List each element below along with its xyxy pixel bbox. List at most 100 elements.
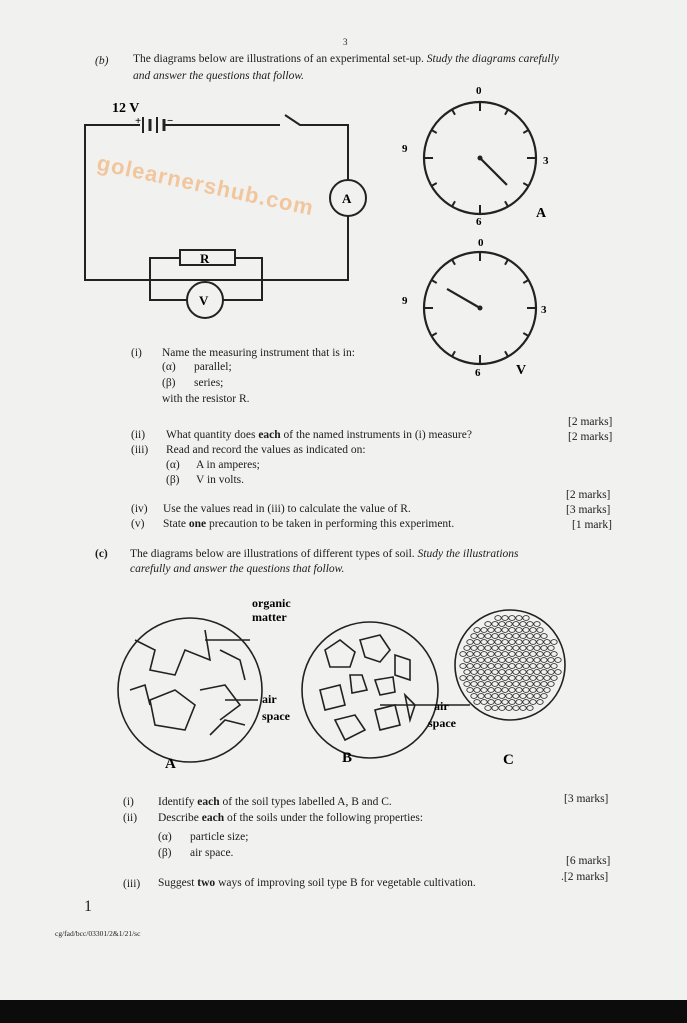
q-b-v-num: (v) [131,518,145,530]
soil-c-particle [540,657,548,663]
soil-c-particle [529,675,537,681]
soil-a-label: A [165,756,176,772]
soil-c-particle [480,639,488,645]
soil-c-particle [529,651,537,657]
soil-c-particle [547,669,555,675]
plus-sign: + [135,115,141,127]
soil-c-particle [508,699,516,705]
dial-v-tick-9: 9 [402,295,408,307]
soil-c-particle [466,639,474,645]
q-b-iii-alpha: (α) [166,459,180,471]
soil-c-particle [480,651,488,657]
soil-c-particle [477,681,485,687]
soil-c-particle [547,645,555,651]
soil-c-particle [526,693,534,699]
soil-c-particle [501,699,509,705]
soil-c-particle [459,651,467,657]
organic-label: organic [252,596,291,610]
emphasis: two [197,877,216,889]
soil-c-particle [526,681,534,687]
soil-c-particle [529,627,537,633]
q-c-ii-alpha-text: particle size; [190,831,249,843]
soil-c-particle [491,657,499,663]
q-b-i-text: Name the measuring instrument that is in… [162,347,355,359]
soil-c-particle [543,663,551,669]
soil-c-particle [484,705,492,711]
minus-sign: − [167,115,173,127]
q-b-i-beta: (β) [162,377,176,389]
text: State [163,518,189,530]
dial-a-tick [504,200,509,207]
soil-c-particle [519,657,527,663]
soil-c-particle [522,651,530,657]
dial-a-tick-6: 6 [476,216,482,228]
soil-c-particle [473,627,481,633]
soil-a-circle [117,617,263,763]
soil-c-particle [529,699,537,705]
soil-c-particle [533,657,541,663]
soil-c-particle [501,615,509,621]
soil-c-particle [501,687,509,693]
part-c-label: (c) [95,548,108,560]
dial-a-pivot [477,155,483,161]
part-c-intro-2: carefully and answer the questions that … [130,563,345,575]
q-b-iv-num: (iv) [131,503,148,515]
soil-c-particle [501,639,509,645]
soil-c-particle [463,645,471,651]
soil-c-particle [494,627,502,633]
soil-b-label: B [342,750,352,766]
soil-c-particle [466,687,474,693]
soil-c-particle [505,645,513,651]
parallel-branch [149,257,263,301]
soil-c-particle [540,645,548,651]
soil-c-particle [498,681,506,687]
soil-c-particle [522,627,530,633]
q-b-iii-marks: [2 marks] [566,489,611,501]
soil-c-particle [543,675,551,681]
soil-c-particle [466,675,474,681]
soil-c-particle [540,693,548,699]
soil-c-particle [522,675,530,681]
soil-c-particle [515,687,523,693]
q-b-iii-beta-text: V in volts. [196,474,245,486]
soil-c-particle [487,687,495,693]
q-c-ii-marks: [6 marks] [566,855,611,867]
soil-c-particle [470,645,478,651]
soil-c-particle [477,645,485,651]
intro-text: The diagrams below are illustrations of … [130,548,415,560]
soil-c-particle [463,681,471,687]
soil-c-particle [470,657,478,663]
voltmeter-dial [422,250,538,366]
soil-c-particle [466,663,474,669]
soil-c-particle [512,621,520,627]
soil-c-particle [484,621,492,627]
diagrams: 12 V + − A R V 0 3 6 9 A 0 3 6 9 V organ… [84,85,566,772]
circuit-wires [84,114,349,281]
part-b-intro-2: and answer the questions that follow. [133,70,305,82]
soil-c-particle [463,657,471,663]
page-mark: 3 [343,37,348,47]
dial-a-tick [522,129,529,134]
soil-c-particle [536,639,544,645]
soil-c-particle [508,627,516,633]
text: precaution to be taken in performing thi… [206,518,455,530]
soil-c-particle [505,705,513,711]
soil-c-particle [533,669,541,675]
soil-c-particle [459,675,467,681]
soil-c-particle [487,651,495,657]
soil-c-particle [554,669,562,675]
soil-c-particle [512,669,520,675]
soil-c-particle [512,705,520,711]
soil-c-particle [515,675,523,681]
q-b-i-beta-text: series; [194,377,224,389]
dial-a-tick [522,182,529,187]
dial-a-needle [479,157,508,186]
soil-c-particle [477,657,485,663]
soil-c-particle [491,681,499,687]
voltmeter-symbol [186,281,224,319]
soil-c-particle [533,621,541,627]
soil-c-particle [498,705,506,711]
dial-a-tick [431,182,438,187]
soil-c-particle [473,687,481,693]
q-b-i-num: (i) [131,347,142,359]
